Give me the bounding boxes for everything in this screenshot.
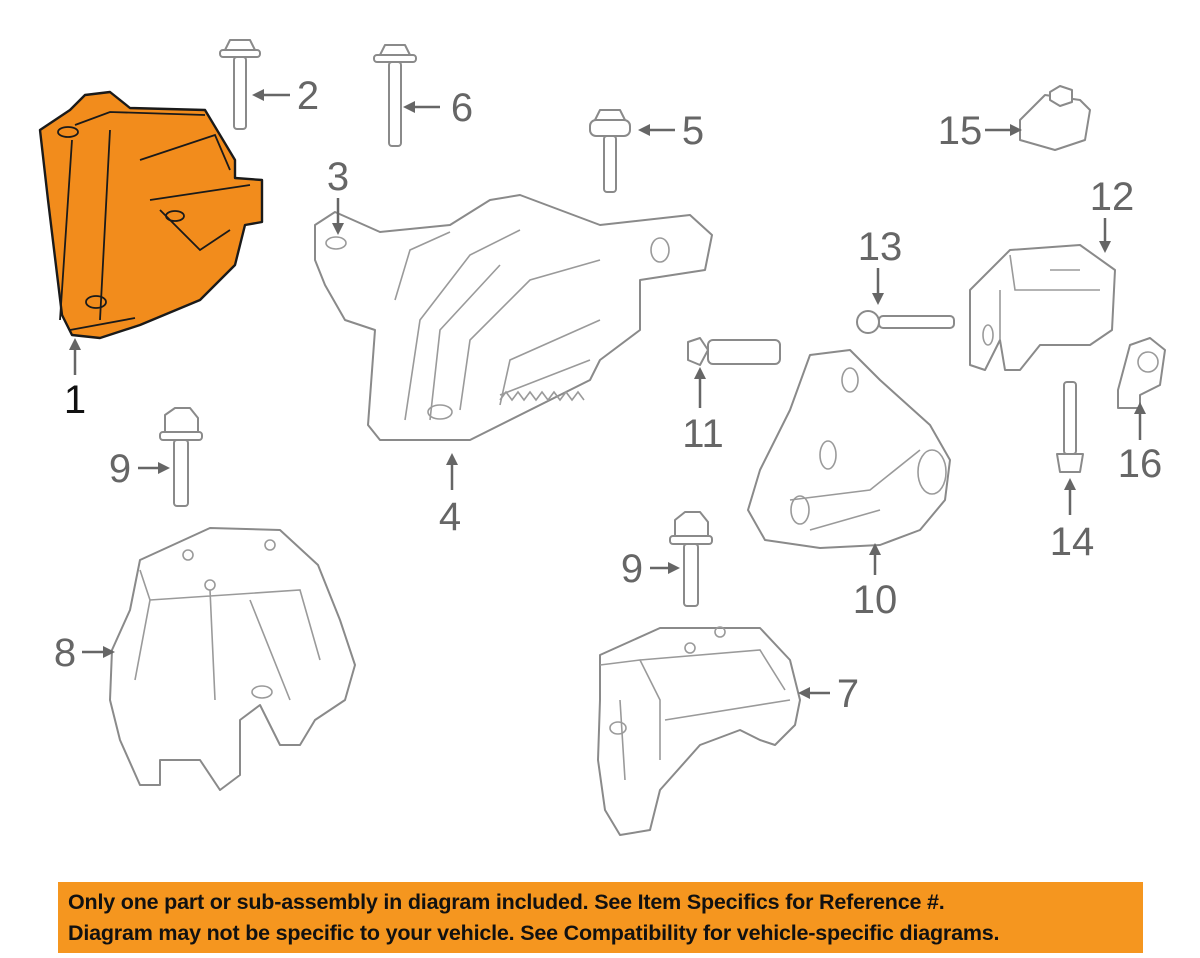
- part-7-mount-bracket[interactable]: [597, 626, 801, 836]
- part-14-bolt[interactable]: [1056, 381, 1084, 473]
- part-12-mount-bracket[interactable]: [969, 244, 1116, 371]
- part-16-nut[interactable]: [1117, 337, 1166, 409]
- callout-16: 16: [1118, 442, 1163, 486]
- part-13-bolt[interactable]: [856, 310, 955, 334]
- part-10-mount-bracket[interactable]: [747, 349, 951, 549]
- callout-11: 11: [682, 412, 724, 456]
- callout-6: 6: [451, 86, 473, 130]
- part-15-clip[interactable]: [1019, 85, 1091, 151]
- callout-5: 5: [682, 109, 704, 153]
- callout-7: 7: [837, 672, 859, 716]
- part-9-bolt-left[interactable]: [159, 407, 203, 507]
- callout-3: 3: [327, 155, 349, 199]
- part-1-transmission-mount[interactable]: [38, 90, 264, 340]
- callout-15: 15: [938, 109, 983, 153]
- callout-14: 14: [1050, 520, 1095, 564]
- callout-arrows: [69, 89, 1146, 699]
- part-5-bolt[interactable]: [589, 109, 631, 193]
- part-9-bolt-right[interactable]: [669, 511, 713, 607]
- callout-10: 10: [853, 578, 898, 622]
- part-11-bolt[interactable]: [687, 337, 781, 366]
- callout-2: 2: [297, 74, 319, 118]
- part-3-4-engine-mount[interactable]: [314, 194, 713, 441]
- callout-4: 4: [439, 495, 461, 539]
- disclaimer-line-2: Diagram may not be specific to your vehi…: [68, 920, 1000, 945]
- callout-1: 1: [64, 378, 86, 422]
- callout-13: 13: [858, 225, 903, 269]
- disclaimer-line-1: Only one part or sub-assembly in diagram…: [68, 889, 945, 914]
- callout-9-right: 9: [621, 547, 643, 591]
- disclaimer-banner: Only one part or sub-assembly in diagram…: [58, 882, 1143, 953]
- part-8-mount-bracket[interactable]: [109, 527, 356, 791]
- callout-8: 8: [54, 631, 76, 675]
- callout-12: 12: [1090, 175, 1135, 219]
- part-2-bolt[interactable]: [219, 39, 261, 130]
- callout-9-left: 9: [109, 447, 131, 491]
- part-6-bolt[interactable]: [373, 44, 417, 147]
